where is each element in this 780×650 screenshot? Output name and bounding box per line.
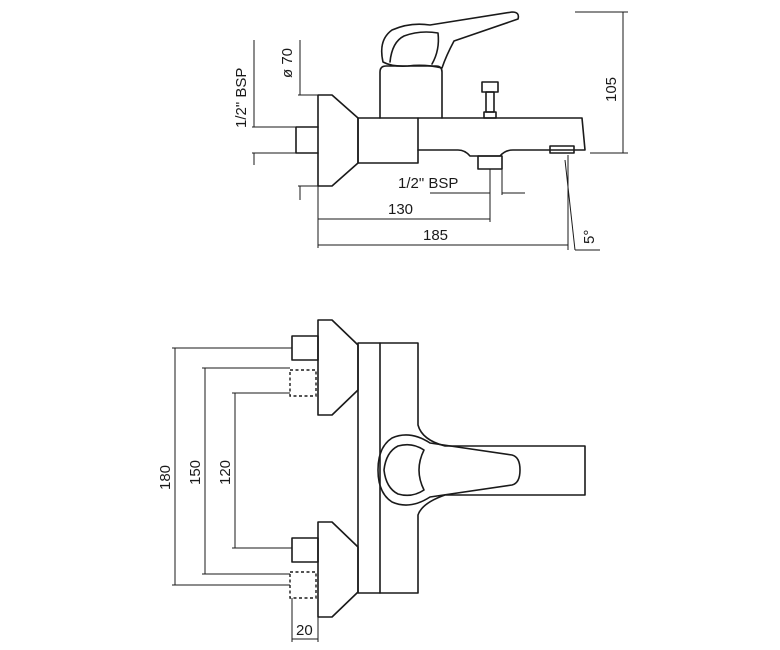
plan-handle-detail: [383, 443, 425, 497]
label-dim-180: 180: [157, 465, 174, 490]
side-diverter-base: [483, 111, 497, 119]
plan-body: [357, 342, 381, 594]
label-dim-20: 20: [296, 622, 313, 639]
side-diverter-knob: [481, 81, 499, 93]
side-wall-flange: [317, 94, 359, 187]
label-dim-185: 185: [423, 227, 448, 244]
side-diverter-stem: [485, 91, 495, 113]
plan-lower-flange: [317, 521, 359, 618]
plan-body-outline: [379, 342, 586, 594]
label-height: 105: [603, 77, 620, 102]
plan-lower-inlet-pipe: [291, 537, 319, 563]
label-bsp-left: 1/2" BSP: [233, 68, 250, 128]
side-handle-detail: [389, 31, 440, 65]
plan-upper-flange: [317, 319, 359, 416]
side-inlet-pipe: [295, 126, 319, 154]
label-diameter: ø 70: [279, 48, 296, 78]
side-view: [252, 11, 628, 251]
side-aerator: [549, 145, 575, 154]
side-cartridge-column: [379, 65, 443, 119]
plan-upper-inlet-pipe: [291, 335, 319, 361]
side-body-block: [357, 117, 419, 164]
plan-lower-dashed-inlet: [289, 571, 317, 599]
label-dim-130: 130: [388, 201, 413, 218]
dimension-labels: 1/2" BSP ø 70 105 1/2" BSP 130 185 5° 18…: [157, 48, 620, 639]
plan-handle: [377, 434, 521, 506]
side-handle: [380, 11, 520, 69]
label-bsp-bottom: 1/2" BSP: [398, 175, 458, 192]
label-angle: 5°: [581, 230, 598, 244]
side-spout: [417, 117, 586, 157]
plan-view: [172, 319, 586, 642]
plan-upper-dashed-inlet: [289, 369, 317, 397]
label-dim-120: 120: [217, 460, 234, 485]
label-dim-150: 150: [187, 460, 204, 485]
side-shower-outlet: [477, 155, 503, 170]
